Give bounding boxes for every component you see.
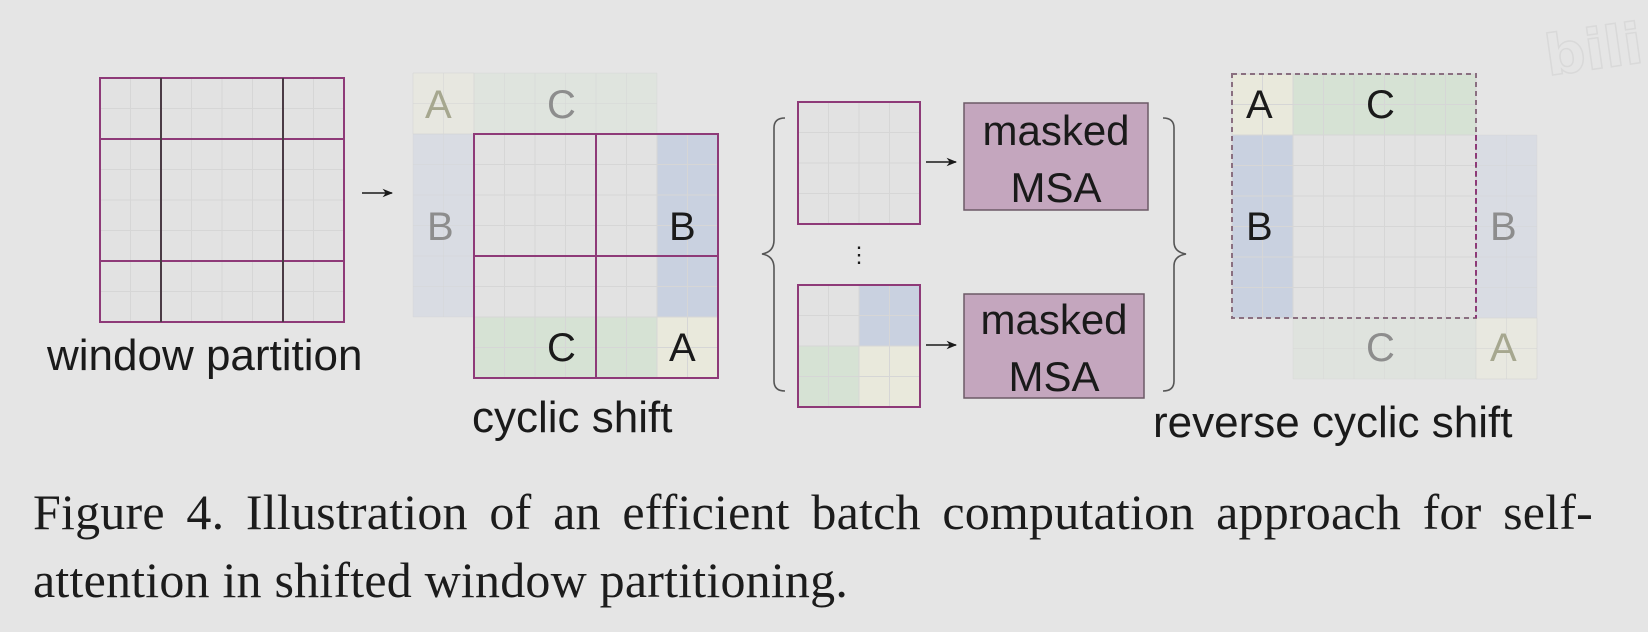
batch-panel: ⋮ masked MSA masked MSA bbox=[797, 101, 1149, 408]
region-label-a: A bbox=[669, 326, 696, 370]
region-label-c: C bbox=[547, 326, 576, 370]
msa-line2: MSA bbox=[1010, 164, 1101, 211]
dashed-window-border bbox=[1231, 73, 1477, 319]
cyclic-shift-label: cyclic shift bbox=[472, 393, 672, 442]
masked-msa-box-bottom: masked MSA bbox=[963, 293, 1145, 400]
shifted-window-diagram: window partition A C B B C A cyclic shif… bbox=[46, 72, 1538, 447]
region-label-a: A bbox=[1246, 83, 1273, 127]
ghost-label-c: C bbox=[1366, 326, 1395, 370]
reverse-cyclic-shift-grid bbox=[1231, 73, 1538, 380]
region-label-b: B bbox=[1246, 205, 1273, 249]
region-label-b: B bbox=[669, 205, 696, 249]
batched-window-grids bbox=[797, 101, 921, 408]
ghost-label-a: A bbox=[1490, 326, 1517, 370]
cyclic-shift-grid bbox=[412, 72, 719, 379]
ghost-label-b: B bbox=[1490, 205, 1517, 249]
region-label-c: C bbox=[1366, 83, 1395, 127]
window-partition-panel: window partition bbox=[46, 77, 363, 380]
figure-caption: Figure 4. Illustration of an efficient b… bbox=[33, 484, 1593, 608]
msa-line1: masked bbox=[982, 107, 1129, 154]
ghost-region-c bbox=[1293, 318, 1476, 379]
ghost-region-b bbox=[413, 134, 474, 317]
msa-line2: MSA bbox=[1008, 353, 1099, 400]
window-partition-grid bbox=[99, 77, 345, 323]
window-partition-label: window partition bbox=[46, 331, 363, 380]
window-border bbox=[99, 77, 345, 323]
ghost-label-c: C bbox=[547, 83, 576, 127]
left-brace bbox=[761, 117, 786, 392]
ghost-region-b bbox=[1476, 135, 1537, 318]
ghost-label-a: A bbox=[425, 83, 452, 127]
cyclic-shift-panel: A C B B C A cyclic shift bbox=[412, 72, 719, 442]
msa-line1: masked bbox=[980, 296, 1127, 343]
ghost-region-c bbox=[474, 73, 657, 134]
ghost-label-b: B bbox=[427, 205, 454, 249]
reverse-cyclic-shift-label: reverse cyclic shift bbox=[1153, 398, 1512, 447]
window-border bbox=[797, 101, 921, 225]
right-brace bbox=[1162, 117, 1187, 392]
ellipsis-icon: ⋮ bbox=[848, 242, 870, 267]
masked-msa-box-top: masked MSA bbox=[963, 102, 1149, 211]
reverse-cyclic-shift-panel: A C B B C A reverse cyclic shift bbox=[1153, 73, 1538, 447]
window-border bbox=[797, 284, 921, 408]
